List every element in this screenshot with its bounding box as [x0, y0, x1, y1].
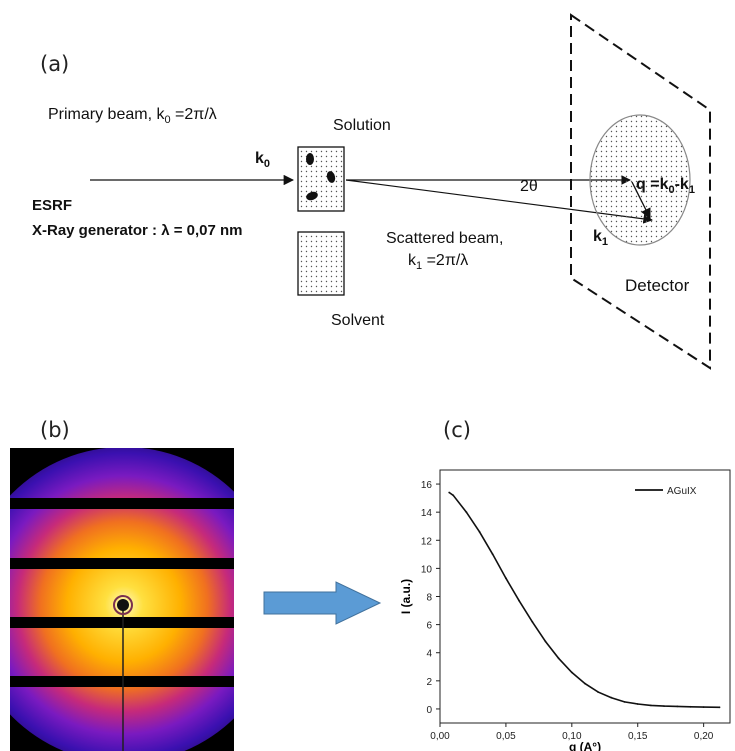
scattered-k: k	[408, 252, 416, 269]
data-point	[584, 682, 586, 685]
k0-sub: 0	[263, 158, 271, 171]
q-sub1: 1	[688, 184, 695, 197]
q-text: q =k	[636, 176, 669, 193]
data-point	[636, 703, 639, 705]
flow-arrow-icon	[263, 581, 382, 625]
y-tick-label: 6	[426, 621, 432, 632]
solution-cell	[297, 146, 345, 212]
detector-gap	[10, 676, 234, 687]
k1-text: k	[593, 228, 602, 245]
detector-area	[589, 114, 691, 246]
data-point	[452, 494, 455, 497]
legend-label: AGuIX	[667, 486, 697, 497]
y-tick-label: 8	[426, 593, 432, 604]
particle	[306, 191, 318, 201]
data-point	[623, 701, 626, 703]
scattering-image	[10, 448, 234, 751]
y-tick-label: 16	[421, 480, 433, 491]
data-point	[570, 671, 573, 674]
detector-plane	[570, 13, 711, 370]
data-point	[597, 691, 600, 693]
primary-beam-text: Primary beam, k	[48, 106, 165, 123]
y-tick-label: 0	[426, 705, 432, 716]
saxs-schematic	[90, 13, 711, 370]
y-tick-label: 4	[426, 649, 432, 660]
particle	[326, 171, 336, 183]
data-point	[650, 704, 652, 707]
data-point	[465, 511, 468, 514]
q-vector-label: q =k0-k1	[636, 176, 695, 196]
plot-frame	[439, 469, 731, 724]
primary-beam-sub: 0	[164, 114, 171, 127]
y-tick-label: 14	[421, 508, 433, 519]
solvent-cell	[297, 231, 345, 296]
xray-generator-label: X-Ray generator : λ = 0,07 nm	[32, 222, 243, 239]
detector-gap	[10, 617, 234, 628]
y-tick-label: 10	[421, 564, 433, 575]
data-point	[718, 706, 721, 709]
q-sub0: 0	[668, 184, 675, 197]
solution-label: Solution	[333, 117, 391, 134]
x-tick-label: 0,00	[430, 731, 450, 742]
x-tick-label: 0,05	[496, 731, 516, 742]
data-point	[491, 553, 494, 556]
detector-gap	[10, 498, 234, 509]
x-tick-label: 0,20	[694, 731, 714, 742]
primary-beam-eq: =2π/λ	[170, 106, 217, 123]
data-point	[689, 705, 692, 708]
data-point	[702, 706, 705, 708]
beamstop	[117, 599, 129, 611]
x-tick-label: 0,10	[562, 731, 582, 742]
data-point	[557, 657, 560, 660]
q-dash: -k	[674, 176, 689, 193]
data-point	[518, 599, 520, 602]
data-point	[544, 640, 547, 643]
x-tick-label: 0,15	[628, 731, 648, 742]
particle	[306, 153, 314, 165]
panel-c-label: (c)	[443, 418, 471, 442]
y-tick-label: 12	[421, 536, 433, 547]
solvent-label: Solvent	[331, 312, 385, 329]
k1-sub: 1	[601, 236, 609, 249]
esrf-label: ESRF	[32, 197, 73, 214]
data-point	[663, 705, 665, 707]
data-point	[505, 577, 507, 580]
data-point	[610, 696, 613, 699]
y-axis-label: I (a.u.)	[399, 579, 413, 614]
data-point	[478, 530, 481, 533]
scattered-eq: =2π/λ	[422, 252, 469, 269]
detector-gap	[10, 558, 234, 569]
y-tick-label: 2	[426, 677, 432, 688]
panel-b-label: (b)	[40, 418, 70, 442]
scattered-beam-label: Scattered beam, k1 =2π/λ	[386, 228, 503, 277]
panel-a-label: (a)	[40, 52, 70, 76]
data-point	[531, 620, 534, 623]
series-line-aguix	[448, 491, 720, 709]
k0-label: k0	[255, 150, 270, 170]
primary-beam-label: Primary beam, k0 =2π/λ	[48, 106, 217, 126]
q-vector-arrow	[631, 181, 651, 219]
k1-label: k1	[593, 228, 608, 248]
data-point	[448, 491, 451, 494]
scattered-beam-line2: k1 =2π/λ	[386, 250, 503, 277]
scattering-angle-label: 2θ	[520, 178, 538, 195]
scattered-beam-line1: Scattered beam,	[386, 230, 504, 247]
k0-text: k	[255, 150, 264, 167]
x-axis-label: q (A°)	[569, 740, 601, 751]
scattered-k-sub: 1	[416, 260, 423, 273]
data-point	[676, 705, 679, 708]
detector-label: Detector	[625, 276, 690, 295]
